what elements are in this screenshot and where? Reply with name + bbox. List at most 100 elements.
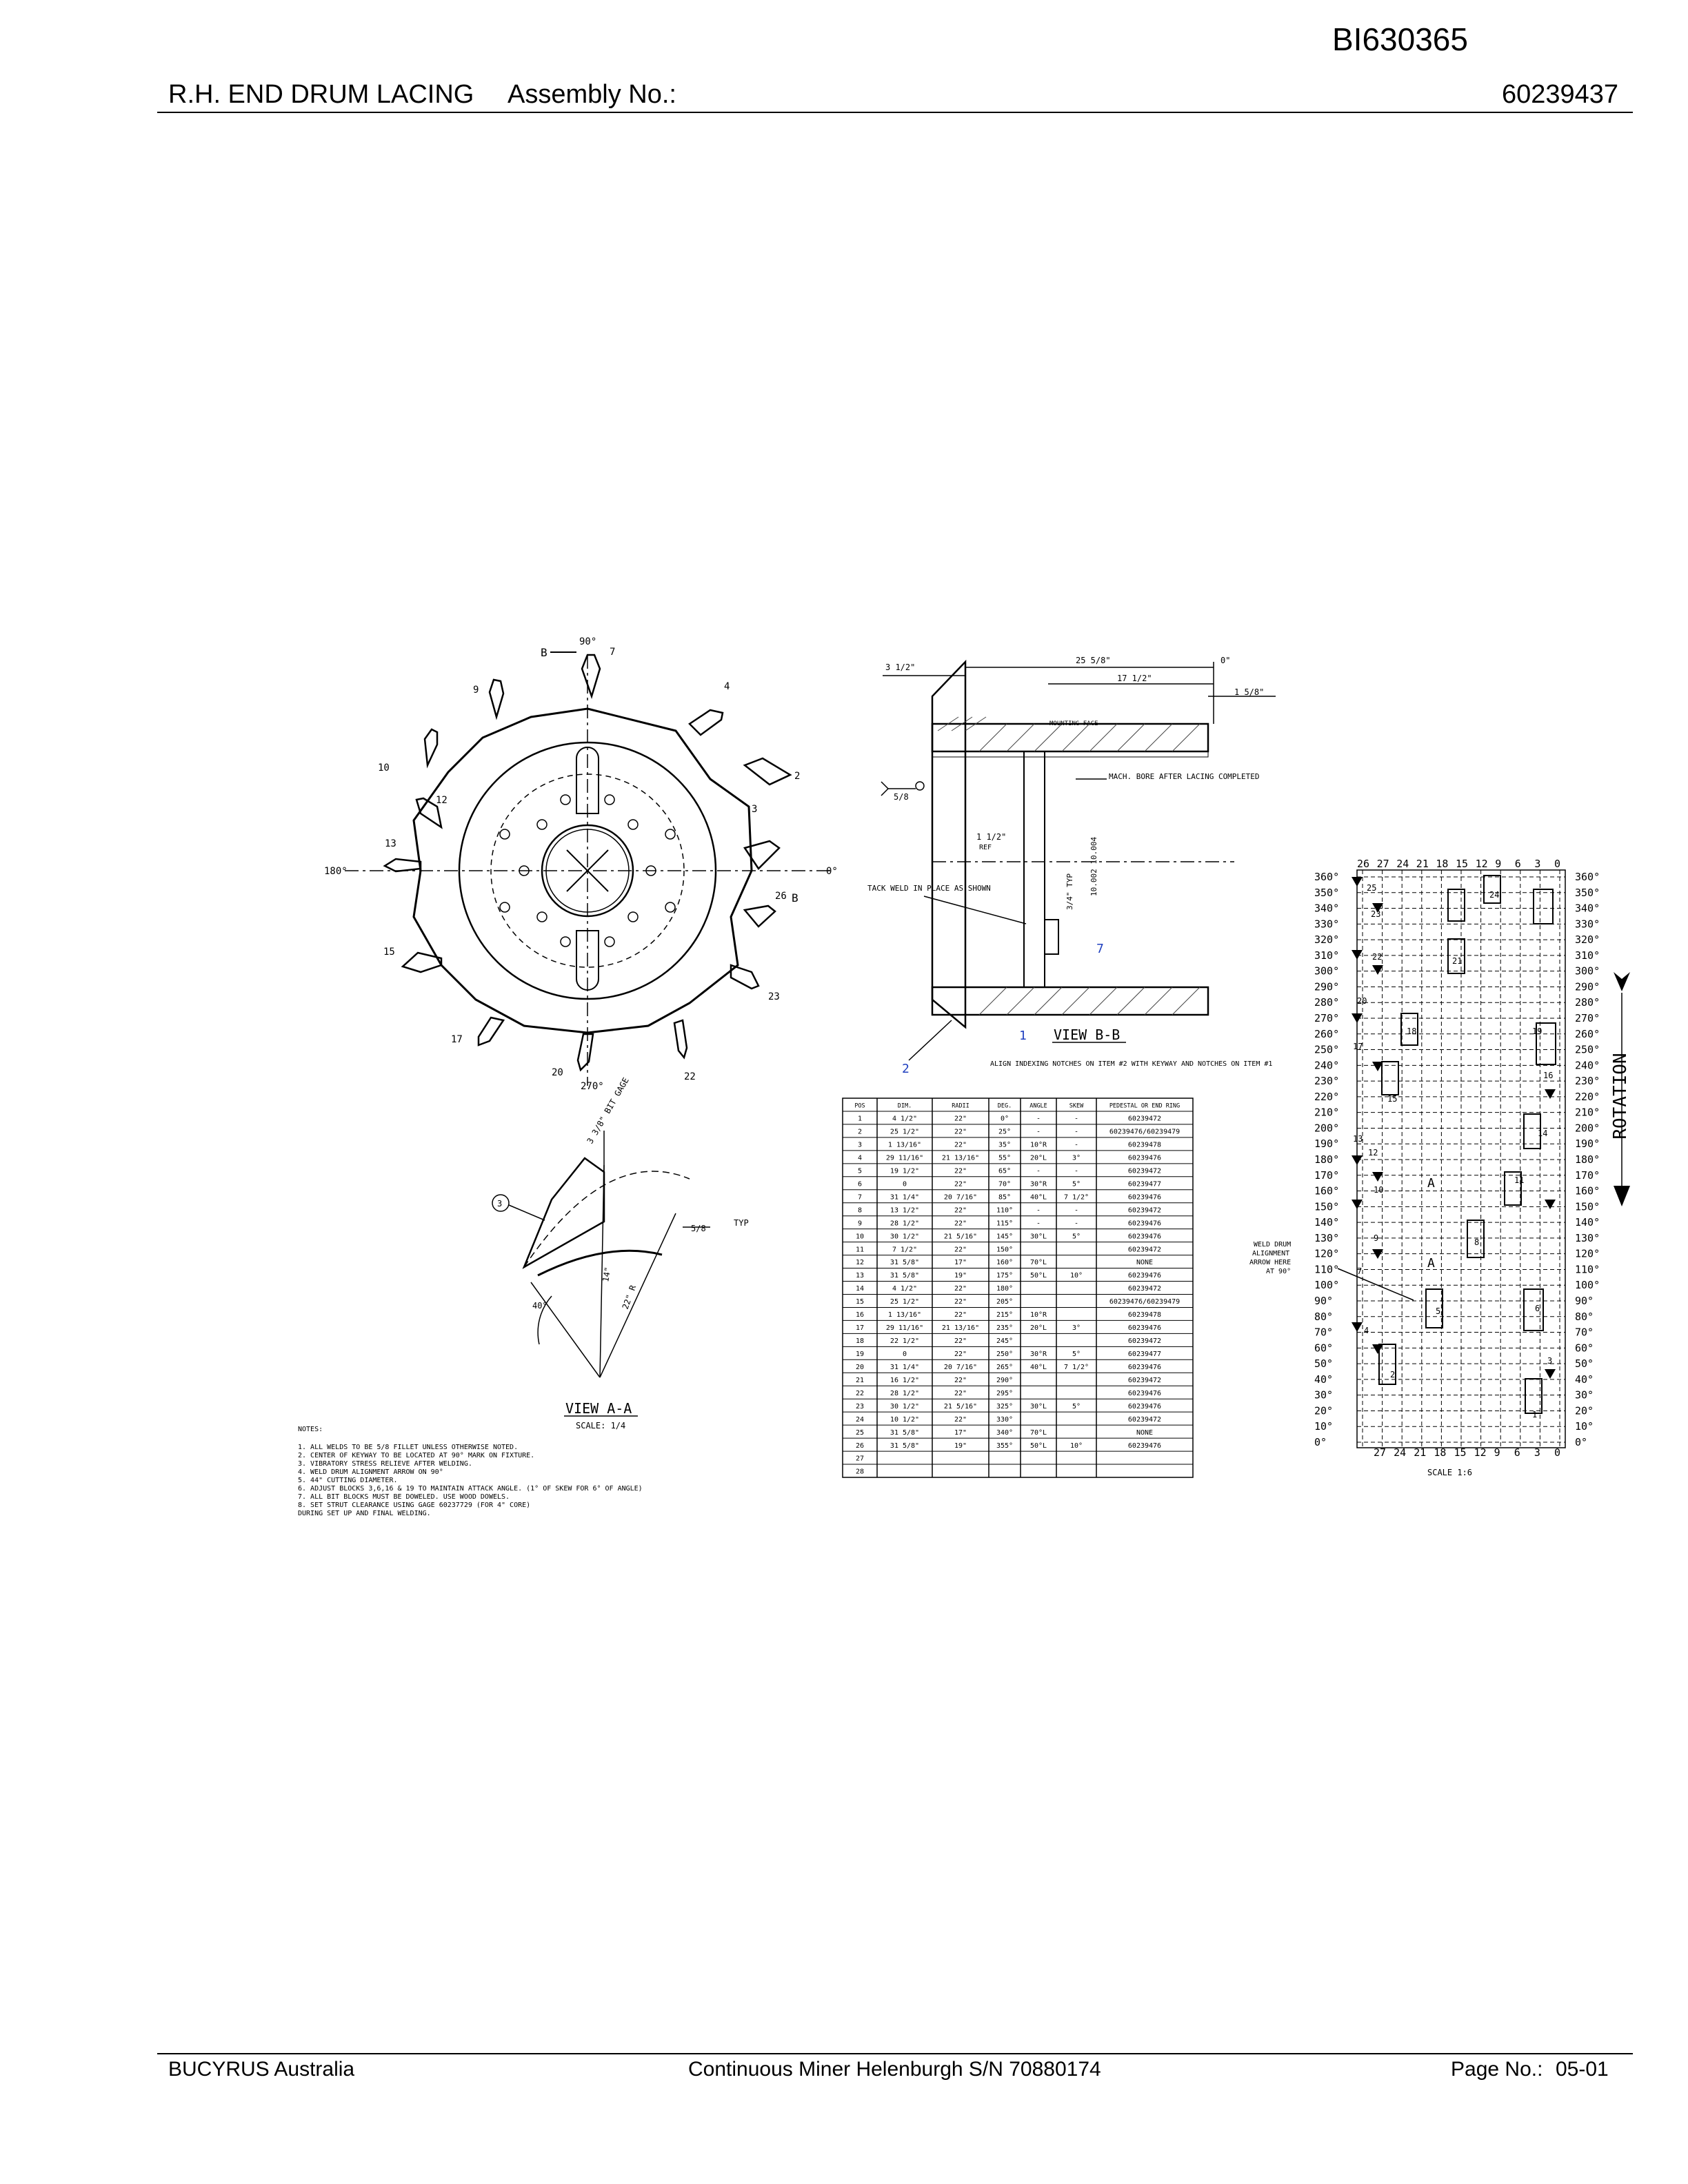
table-cell: 4 [858,1155,862,1162]
layout-bit-label: 25 [1367,883,1376,893]
note-item: 5. 44" CUTTING DIAMETER. [298,1477,398,1484]
table-cell: 30°L [1030,1403,1047,1410]
table-cell: 20°L [1030,1324,1047,1332]
degree-label-right: 210° [1575,1106,1600,1119]
degree-label-right: 270° [1575,1012,1600,1024]
table-cell: 60239476 [1128,1364,1161,1371]
table-cell: 10 1/2" [890,1416,919,1424]
dim-r2: 22" R [621,1284,639,1311]
bit-label: 9 [473,685,479,696]
table-cell: 30 1/2" [890,1233,919,1240]
layout-bit-label: 15 [1387,1094,1397,1104]
table-cell: 21 13/16" [942,1155,979,1162]
layout-bit-label: 17 [1353,1042,1363,1051]
table-cell: - [1036,1115,1041,1123]
degree-label-right: 140° [1575,1216,1600,1228]
column-label-top: 26 [1357,858,1369,870]
table-cell: 22" [954,1351,967,1358]
degree-label-left: 230° [1314,1075,1339,1087]
table-cell: 355° [996,1442,1013,1450]
angle-40: 40° [532,1301,547,1311]
layout-bit-label: 7 [1357,1266,1362,1276]
layout-bit-label: 21 [1452,956,1462,966]
bit-label: 23 [768,991,780,1002]
table-cell: 31 1/4" [890,1193,919,1201]
table-cell: 50°L [1030,1442,1047,1450]
table-cell: 22" [954,1285,967,1293]
degree-label-right: 60° [1575,1342,1594,1354]
column-label-top: 15 [1456,858,1468,870]
notes-heading: NOTES: [298,1426,323,1433]
table-cell: 22" [954,1246,967,1253]
table-cell: 28 1/2" [890,1220,919,1227]
column-label-bottom: 12 [1474,1446,1487,1459]
degree-label-left: 70° [1314,1326,1333,1339]
column-label-top: 6 [1515,858,1521,870]
table-cell: 27 [856,1455,864,1463]
table-cell: 3 [858,1142,862,1149]
table-cell: 29 11/16" [886,1324,923,1332]
table-cell: 235° [996,1324,1013,1332]
degree-label-left: 260° [1314,1028,1339,1040]
table-cell: 13 [856,1272,864,1280]
column-label-bottom: 0 [1554,1446,1560,1459]
column-label-bottom: 6 [1514,1446,1520,1459]
table-cell: 145° [996,1233,1013,1240]
dim-weld-aa: 5/8 [691,1224,706,1233]
rotation-label: ROTATION [1610,1053,1631,1139]
table-cell: 5° [1072,1180,1081,1188]
degree-label-left: 270° [1314,1012,1339,1024]
table-cell: 21 5/16" [944,1403,977,1410]
table-cell: 19 1/2" [890,1167,919,1175]
table-cell: 60239472 [1128,1246,1161,1253]
degree-label-left: 100° [1314,1279,1339,1291]
table-cell: 22" [954,1390,967,1397]
dim-right: 1 5/8" [1234,687,1264,697]
table-cell: 70°L [1030,1259,1047,1266]
table-cell: 22" [954,1129,967,1136]
column-label-bottom: 3 [1534,1446,1540,1459]
view-bb-title: VIEW B-B [1054,1027,1120,1043]
table-cell: 50°L [1030,1272,1047,1280]
table-cell: 60239472 [1128,1206,1161,1214]
bit-label: 26 [775,891,787,902]
table-cell: - [1074,1115,1078,1123]
bit-label: 10 [378,762,390,774]
table-cell: 29 11/16" [886,1155,923,1162]
angle-270: 270° [581,1081,604,1092]
table-cell: 22" [954,1337,967,1345]
degree-label-right: 0° [1575,1436,1587,1448]
degree-label-right: 130° [1575,1232,1600,1244]
table-cell: 22" [954,1167,967,1175]
drum-outer-ring [412,707,753,1034]
table-cell: 10° [1070,1272,1083,1280]
section-a-2: A [1427,1256,1435,1271]
column-label-bottom: 27 [1374,1446,1386,1459]
table-cell: 19 [856,1351,864,1358]
degree-label-left: 130° [1314,1232,1339,1244]
table-cell: 19" [954,1272,967,1280]
degree-label-left: 50° [1314,1357,1333,1370]
table-cell: 70° [998,1180,1011,1188]
table-cell: NONE [1136,1429,1153,1437]
table-cell: 7 1/2" [892,1246,917,1253]
table-cell: 60239472 [1128,1416,1161,1424]
table-cell: 40°L [1030,1193,1047,1201]
column-label-bottom: 24 [1394,1446,1406,1459]
table-cell: 55° [998,1155,1011,1162]
degree-label-right: 190° [1575,1138,1600,1150]
table-cell: 31 5/8" [890,1442,919,1450]
degree-label-right: 180° [1575,1153,1600,1166]
table-cell: 0 [903,1180,907,1188]
angle-90: 90° [579,636,596,647]
callout-3: 3 [497,1199,502,1209]
degree-label-left: 150° [1314,1200,1339,1213]
layout-chart-arrows [1352,877,1630,1379]
degree-label-right: 320° [1575,933,1600,946]
degree-label-left: 360° [1314,871,1339,883]
table-cell: 150° [996,1246,1013,1253]
table-cell: 9 [858,1220,862,1227]
degree-label-left: 60° [1314,1342,1333,1354]
column-label-top: 27 [1377,858,1389,870]
